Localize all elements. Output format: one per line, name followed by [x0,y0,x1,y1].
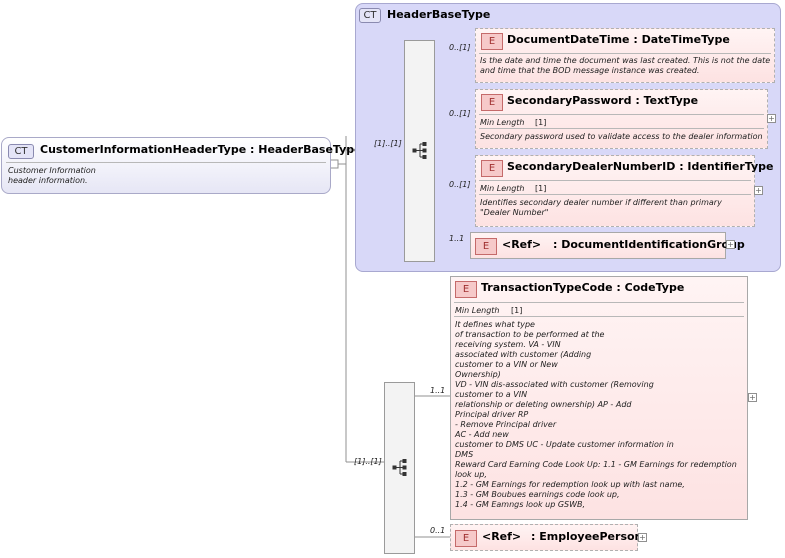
element-name: SecondaryPassword : TextType [507,94,699,107]
facet-value: [1] [511,306,523,315]
facet-value: [1] [535,118,547,127]
sequence-compositor-1[interactable] [404,40,435,262]
root-complex-type[interactable]: CT CustomerInformationHeaderType : Heade… [1,137,362,194]
employee-person-multiplicity: 0..1 [430,526,446,535]
expand-icon[interactable]: + [726,240,735,249]
element-name: SecondaryDealerNumberID : IdentifierType [507,160,774,173]
document-date-time-multiplicity: 0..[1] [449,43,471,52]
element-icon: E [481,94,503,111]
element-ref-label: <Ref> [482,530,522,543]
element-secondary-dealer-number-id[interactable]: E SecondaryDealerNumberID : IdentifierTy… [475,155,773,227]
sequence-2-multiplicity: [1]..[1] [354,457,382,466]
expand-icon[interactable]: + [638,533,647,542]
sequence-compositor-2[interactable] [384,382,415,554]
element-type: : IdentifierType [679,160,774,173]
element-document-identification-group-ref[interactable]: E <Ref> : DocumentIdentificationGroup [470,232,745,259]
secondary-password-multiplicity: 0..[1] [449,109,471,118]
sequence-icon [392,459,407,476]
expand-icon[interactable]: + [754,186,763,195]
element-documentation: Is the date and time the document was la… [480,56,771,75]
element-icon: E [455,530,477,547]
element-icon: E [481,33,503,50]
element-name: TransactionTypeCode : CodeType [481,281,685,294]
secondary-dealer-number-multiplicity: 0..[1] [449,180,471,189]
element-type: : DocumentIdentificationGroup [553,238,745,251]
element-transaction-type-code[interactable]: E TransactionTypeCode : CodeType Min Len… [450,276,748,520]
transaction-type-code-multiplicity: 1..1 [430,386,446,395]
element-document-date-time[interactable]: E DocumentDateTime : DateTimeType Is the… [475,28,775,83]
complex-type-icon: CT [359,8,381,23]
element-documentation: Identifies secondary dealer number if di… [480,198,722,217]
element-secondary-password[interactable]: E SecondaryPassword : TextType Min Lengt… [475,89,768,149]
facet-label: Min Length [480,184,525,193]
root-documentation: Customer Information header information. [8,166,96,185]
element-employee-person-ref[interactable]: E <Ref> : EmployeePerson [450,524,642,551]
header-base-type-title: HeaderBaseType [387,8,491,21]
sequence-1-multiplicity: [1]..[1] [374,139,402,148]
element-icon: E [455,281,477,298]
element-type: : CodeType [616,281,685,294]
complex-type-icon: CT [8,144,34,159]
element-type: : DateTimeType [633,33,730,46]
sequence-icon [412,142,427,159]
root-type-name: CustomerInformationHeaderType : HeaderBa… [40,143,362,156]
facet-value: [1] [535,184,547,193]
element-icon: E [481,160,503,177]
doc-ident-group-multiplicity: 1..1 [449,234,465,243]
element-type: : TextType [635,94,699,107]
element-type: : EmployeePerson [531,530,643,543]
facet-label: Min Length [480,118,525,127]
element-documentation: Secondary password used to validate acce… [480,132,763,141]
element-ref-label: <Ref> [502,238,542,251]
element-name: DocumentDateTime : DateTimeType [507,33,730,46]
expand-icon[interactable]: + [748,393,757,402]
element-documentation: It defines what type of transaction to b… [455,320,737,509]
element-icon: E [475,238,497,255]
root-base-type: : HeaderBaseType [250,143,362,156]
expand-icon[interactable]: + [767,114,776,123]
facet-label: Min Length [455,306,500,315]
